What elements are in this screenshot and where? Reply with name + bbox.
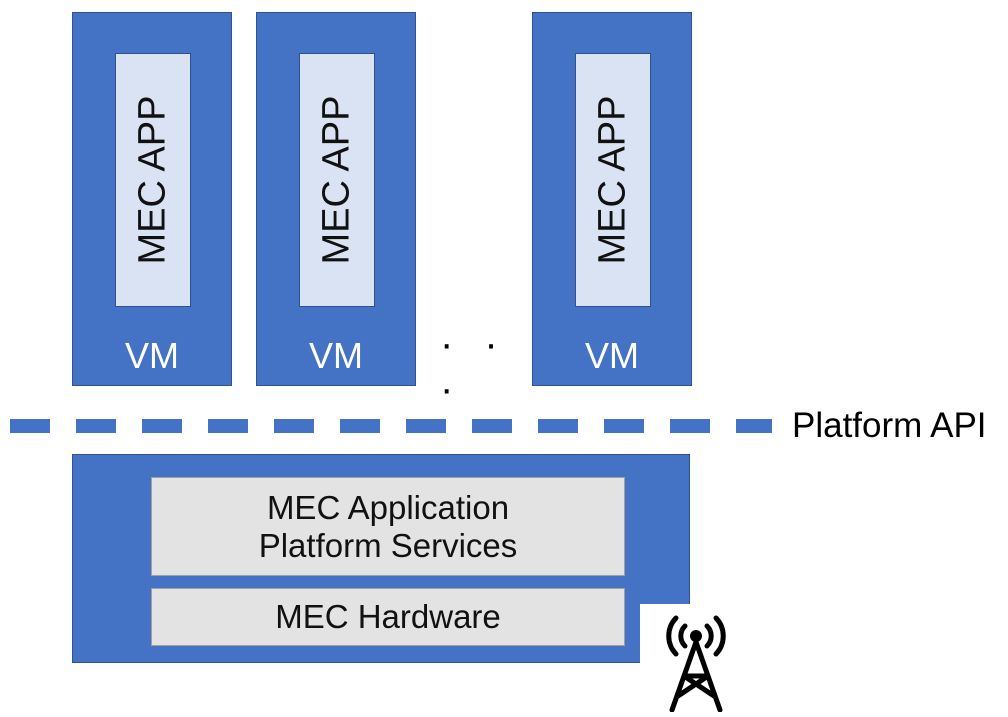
vm-block-2: MEC APP VM: [256, 12, 416, 386]
hardware-label: MEC Hardware: [275, 598, 501, 635]
mec-app-box-2: MEC APP: [299, 53, 375, 307]
vm-label-3: VM: [585, 335, 639, 376]
antenna-tower-icon: [666, 615, 726, 712]
services-label-line2: Platform Services: [258, 526, 518, 564]
mec-app-box-1: MEC APP: [115, 53, 191, 307]
mec-hardware-box: MEC Hardware: [151, 588, 625, 646]
mec-app-box-3: MEC APP: [575, 53, 651, 307]
mec-app-label-3: MEC APP: [591, 95, 634, 265]
mec-application-platform-services-box: MEC Application Platform Services: [151, 477, 625, 576]
vm-label-2: VM: [309, 335, 363, 376]
mec-app-label-2: MEC APP: [315, 95, 358, 265]
platform-api-dashed-line: [10, 419, 772, 433]
mec-app-label-1: MEC APP: [131, 95, 174, 265]
services-label-line1: MEC Application: [266, 488, 510, 526]
ellipsis: · · ·: [440, 322, 508, 411]
vm-block-1: MEC APP VM: [72, 12, 232, 386]
vm-label-1: VM: [125, 335, 179, 376]
vm-block-3: MEC APP VM: [532, 12, 692, 386]
platform-api-label: Platform API: [792, 406, 987, 445]
